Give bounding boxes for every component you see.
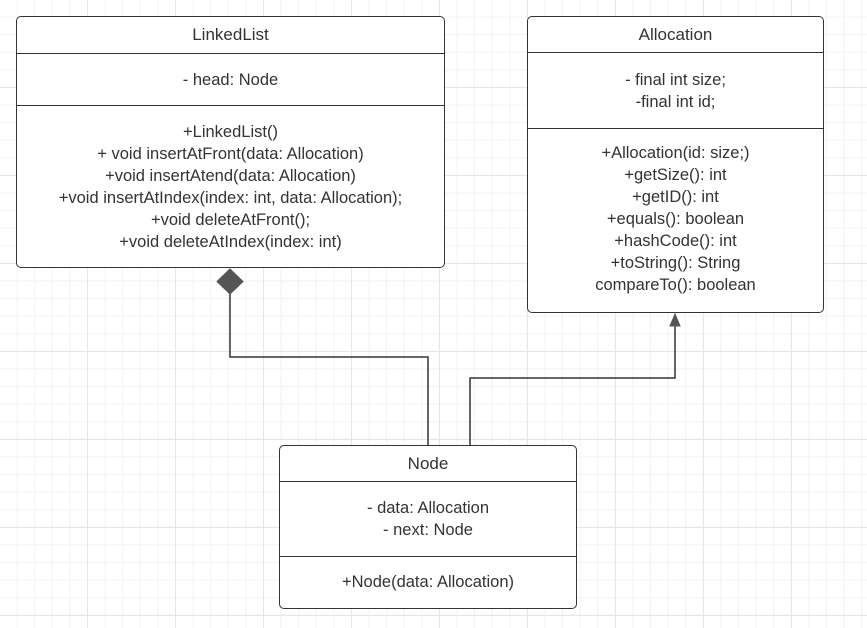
attribute-data: - data: Allocation xyxy=(367,499,489,517)
method-delete-at-index: +void deleteAtIndex(index: int) xyxy=(119,232,342,251)
method-get-id: +getID(): int xyxy=(632,188,719,206)
method-hash-code: +hashCode(): int xyxy=(614,232,737,250)
method-compare-to: compareTo(): boolean xyxy=(595,276,756,294)
method-insert-at-index: +void insertAtIndex(index: int, data: Al… xyxy=(58,188,403,207)
composition-diamond-icon xyxy=(216,268,244,295)
composition-connector[interactable] xyxy=(216,268,429,445)
class-allocation[interactable]: Allocation - final int size; -final int … xyxy=(527,16,824,313)
association-connector[interactable] xyxy=(469,312,681,445)
attribute-id: -final int id; xyxy=(635,92,716,111)
class-allocation-attributes: - final int size; -final int id; xyxy=(528,52,823,128)
class-node[interactable]: Node - data: Allocation - next: Node +No… xyxy=(279,445,577,609)
class-linkedlist-methods: +LinkedList() + void insertAtFront(data:… xyxy=(17,105,444,267)
method-linkedlist-constructor: +LinkedList() xyxy=(183,122,278,141)
method-get-size: +getSize(): int xyxy=(624,166,727,184)
attribute-size: - final int size; xyxy=(625,70,726,89)
composition-line[interactable] xyxy=(229,294,429,445)
class-node-name: Node xyxy=(407,453,449,473)
class-allocation-name: Allocation xyxy=(638,24,713,44)
method-insert-at-front: + void insertAtFront(data: Allocation) xyxy=(97,144,364,163)
association-arrowhead-icon xyxy=(669,312,681,327)
attribute-next: - next: Node xyxy=(383,521,473,539)
class-linkedlist[interactable]: LinkedList - head: Node +LinkedList() + … xyxy=(16,16,445,268)
method-node-constructor: +Node(data: Allocation) xyxy=(342,573,514,591)
class-allocation-methods: +Allocation(id: size;) +getSize(): int +… xyxy=(528,128,823,311)
method-to-string: +toString(): String xyxy=(610,254,741,272)
association-line[interactable] xyxy=(469,325,676,445)
class-node-attributes: - data: Allocation - next: Node xyxy=(280,481,576,556)
method-insert-at-end: +void insertAtend(data: Allocation) xyxy=(105,166,356,185)
class-linkedlist-attributes: - head: Node xyxy=(17,53,444,105)
class-node-methods: +Node(data: Allocation) xyxy=(280,556,576,607)
method-equals: +equals(): boolean xyxy=(606,210,745,228)
attribute-head: - head: Node xyxy=(182,70,279,89)
method-delete-at-front: +void deleteAtFront(); xyxy=(150,210,311,229)
class-linkedlist-name: LinkedList xyxy=(192,25,269,44)
method-allocation-constructor: +Allocation(id: size;) xyxy=(601,144,750,162)
